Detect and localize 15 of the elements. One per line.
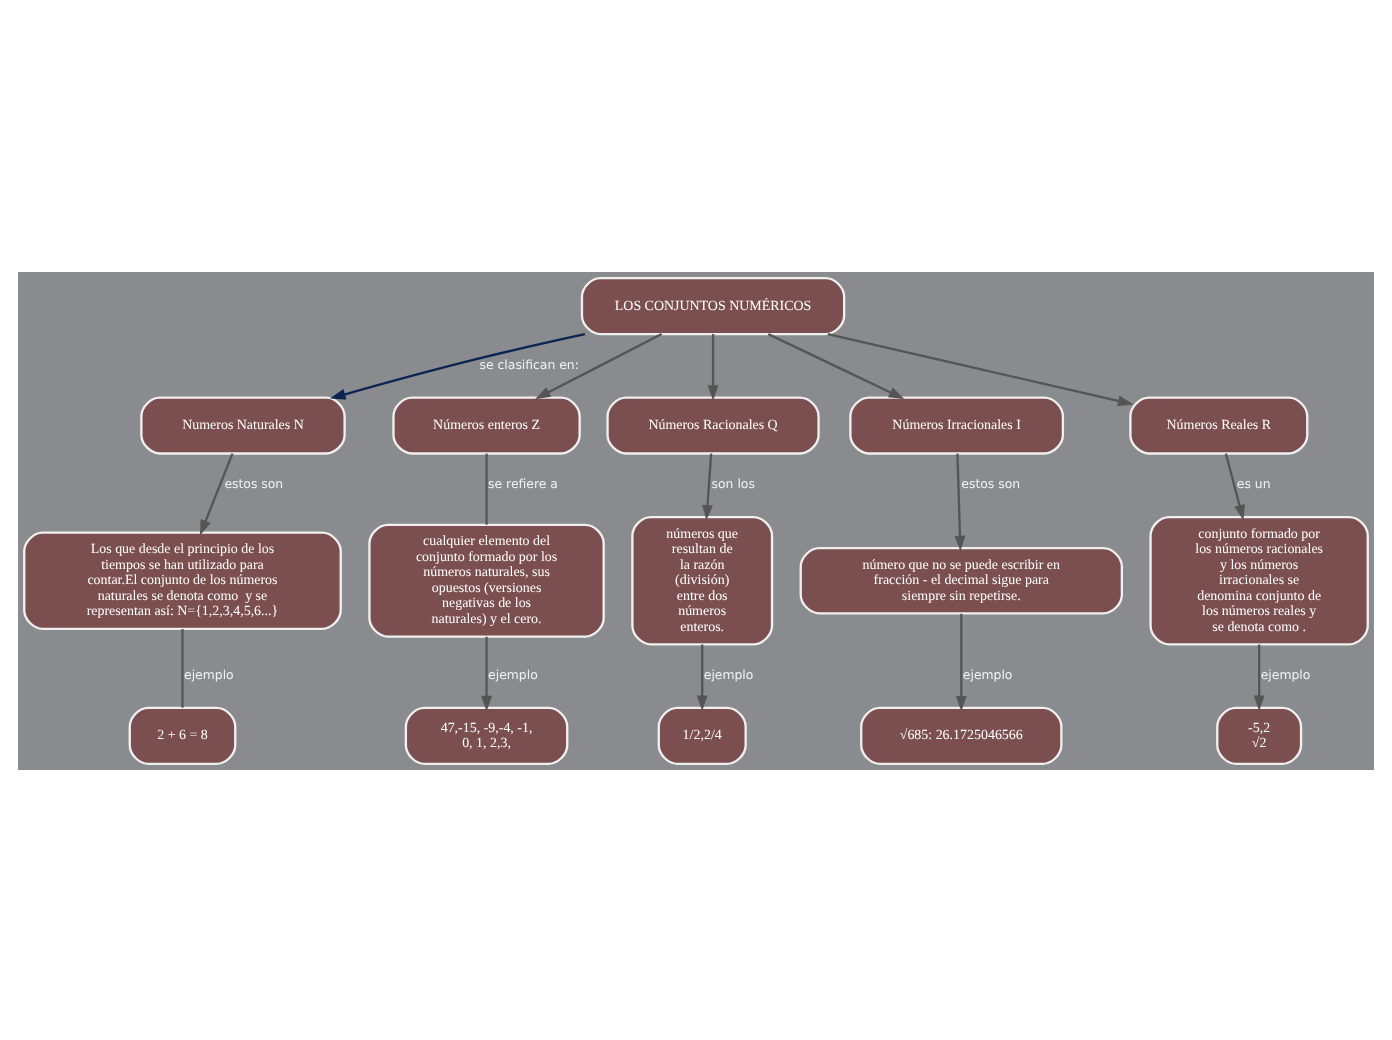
arrow [199,452,234,535]
arrow [1253,643,1265,711]
arrow [767,332,905,399]
arrow [707,333,719,400]
arrow [702,452,713,520]
arrow [955,612,967,711]
arrow [696,643,708,711]
arrow [535,332,663,399]
arrow [329,332,586,399]
arrow [954,452,966,551]
arrow [827,331,1134,406]
connector [485,452,488,524]
arrow [1224,452,1245,520]
arrow [481,635,492,711]
connector [181,628,184,707]
